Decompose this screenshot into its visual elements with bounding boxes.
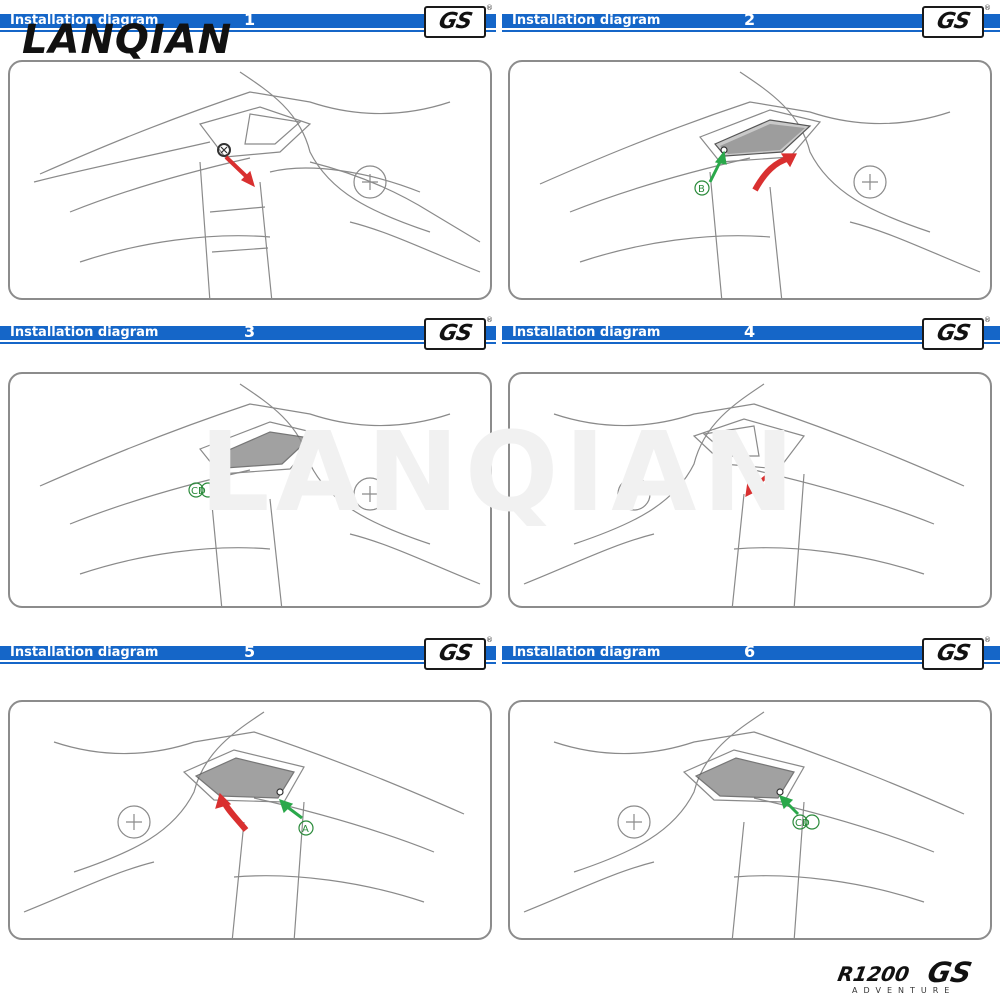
- gs-badge: GS®: [922, 318, 984, 350]
- step-5-header: Installation diagram 5 GS®: [0, 638, 496, 664]
- step-1-number: 1: [244, 10, 255, 30]
- step-3-diagram: CD: [8, 372, 492, 608]
- step-3-header: Installation diagram 3 GS®: [0, 318, 496, 344]
- callout-label: A: [302, 824, 309, 835]
- footer-logo: R1200 GS ADVENTURE: [838, 962, 988, 996]
- step-3-title: Installation diagram: [10, 324, 158, 342]
- step-2-title: Installation diagram: [512, 12, 660, 30]
- callout-label: CD: [191, 486, 206, 497]
- gs-badge: GS®: [424, 318, 486, 350]
- step-5-number: 5: [244, 642, 255, 662]
- step-2-diagram: B: [508, 60, 992, 300]
- step-2-number: 2: [744, 10, 755, 30]
- footer-gs: GS: [925, 958, 975, 988]
- step-2-header: Installation diagram 2 GS®: [502, 6, 1000, 32]
- step-4-header: Installation diagram 4 GS®: [502, 318, 1000, 344]
- step-5-title: Installation diagram: [10, 644, 158, 662]
- callout-label: CD: [795, 818, 810, 829]
- step-6-title: Installation diagram: [512, 644, 660, 662]
- callout-label: B: [698, 184, 705, 195]
- step-1-diagram: [8, 60, 492, 300]
- step-4-number: 4: [744, 322, 755, 342]
- step-4-title: Installation diagram: [512, 324, 660, 342]
- gs-badge: GS®: [922, 638, 984, 670]
- step-6-number: 6: [744, 642, 755, 662]
- footer-model: R1200: [836, 962, 911, 986]
- gs-badge: GS®: [424, 6, 486, 38]
- gs-badge: GS®: [424, 638, 486, 670]
- step-6-header: Installation diagram 6 GS®: [502, 638, 1000, 664]
- footer-sub: ADVENTURE: [852, 986, 955, 996]
- step-6-diagram: CD: [508, 700, 992, 940]
- step-5-diagram: A: [8, 700, 492, 940]
- step-3-number: 3: [244, 322, 255, 342]
- step-4-diagram: [508, 372, 992, 608]
- gs-badge: GS®: [922, 6, 984, 38]
